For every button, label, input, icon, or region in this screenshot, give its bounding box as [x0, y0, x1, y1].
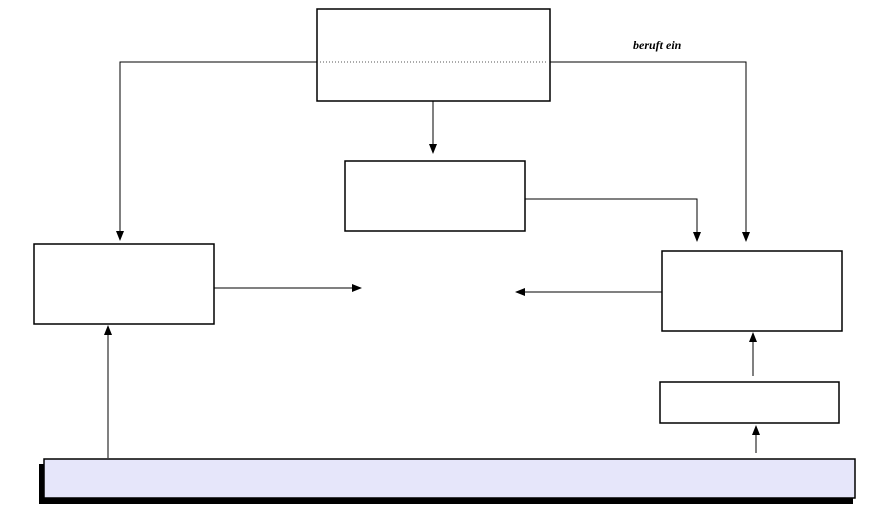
top-box [316, 8, 551, 102]
edge-label-beruft-ein: beruft ein [633, 38, 682, 52]
arrow-top-to-left-box [116, 61, 317, 241]
small-right-box [659, 381, 840, 424]
middle-box [344, 160, 526, 232]
left-box [33, 243, 215, 325]
base-bar [43, 458, 856, 499]
right-box [661, 250, 843, 332]
arrow-top-to-right-box [550, 61, 750, 242]
arrow-middle-to-right-box [525, 198, 701, 242]
